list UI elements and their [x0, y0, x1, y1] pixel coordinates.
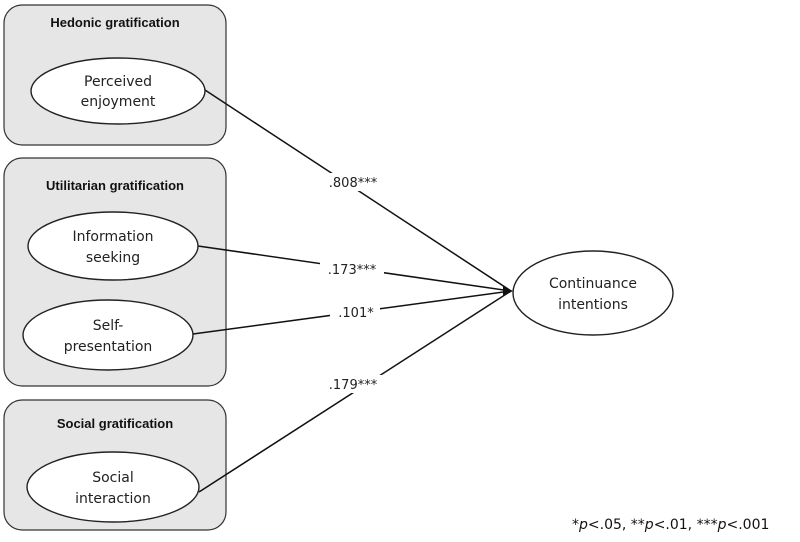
arrowhead	[503, 286, 513, 296]
footnote-value-3: <.001	[726, 517, 770, 533]
construct-label-line2: interaction	[75, 491, 151, 507]
construct-label-line2: intentions	[558, 297, 628, 313]
footnote-value-2: <.01,	[653, 517, 697, 533]
construct-label-line2: presentation	[64, 339, 153, 355]
construct-label-line2: enjoyment	[81, 94, 156, 110]
construct-ellipse	[30, 57, 206, 125]
construct-self-presentation: Self- presentation	[22, 299, 194, 371]
footnote-stars-2: **	[630, 517, 645, 533]
coef-social: .179***	[329, 378, 378, 393]
construct-ellipse	[22, 299, 194, 371]
construct-perceived-enjoyment: Perceived enjoyment	[30, 57, 206, 125]
construct-label-line1: Perceived	[84, 74, 152, 90]
footnote-value-1: <.05,	[587, 517, 631, 533]
construct-information-seeking: Information seeking	[27, 211, 199, 281]
significance-footnote: *p<.05, **p<.01, ***p<.001	[572, 517, 769, 533]
coef-selfpresentation: .101*	[338, 306, 374, 321]
construct-continuance-intentions: Continuance intentions	[512, 250, 674, 336]
footnote-p-2: p	[644, 517, 654, 533]
construct-label-line1: Continuance	[549, 276, 637, 292]
group-hedonic-title: Hedonic gratification	[50, 15, 179, 30]
footnote-stars-3: ***	[696, 517, 718, 533]
construct-ellipse	[26, 451, 200, 523]
footnote-p-3: p	[717, 517, 727, 533]
construct-label-line1: Social	[92, 470, 134, 486]
group-utilitarian-title: Utilitarian gratification	[46, 178, 184, 193]
construct-ellipse	[512, 250, 674, 336]
group-social-title: Social gratification	[57, 416, 173, 431]
coef-enjoyment: .808***	[329, 176, 378, 191]
construct-label-line1: Self-	[93, 318, 124, 334]
construct-label-line2: seeking	[86, 250, 140, 266]
construct-ellipse	[27, 211, 199, 281]
construct-social-interaction: Social interaction	[26, 451, 200, 523]
footnote-p-1: p	[579, 517, 588, 533]
footnote-stars-1: *	[572, 517, 579, 533]
construct-label-line1: Information	[72, 229, 153, 245]
coef-information: .173***	[328, 263, 377, 278]
